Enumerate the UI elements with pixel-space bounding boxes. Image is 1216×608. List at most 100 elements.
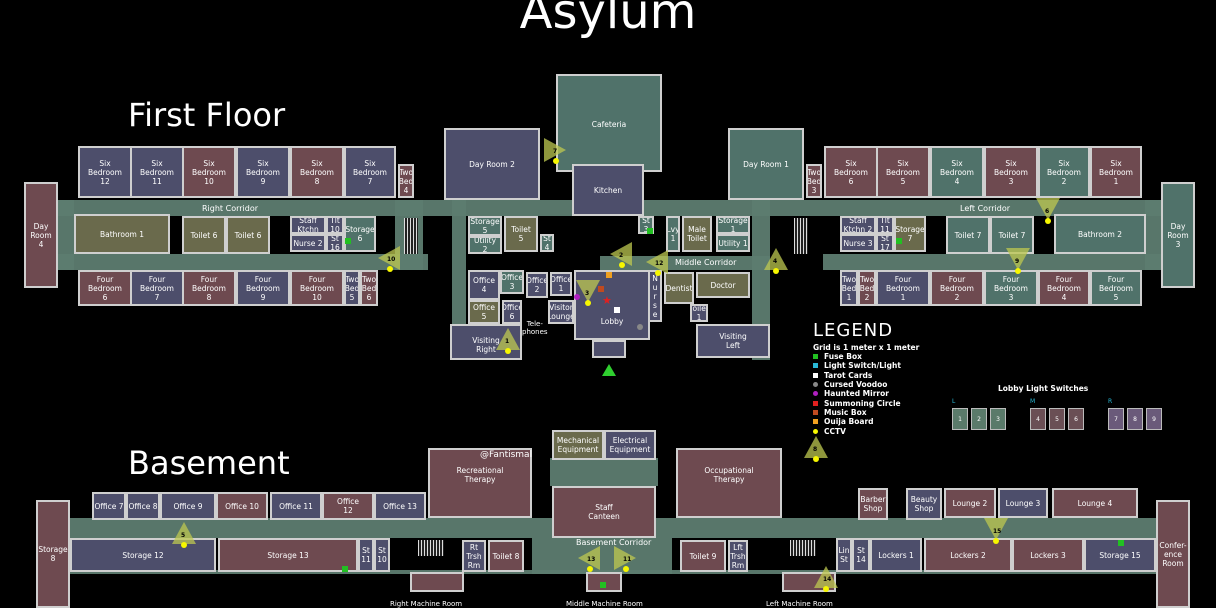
- room-office-9[interactable]: Office 9: [160, 492, 216, 520]
- room-lockers-3[interactable]: Lockers 3: [1012, 538, 1084, 572]
- room-two-bed-1[interactable]: Two Bed 1: [840, 270, 858, 306]
- light-switch[interactable]: 8: [1127, 408, 1143, 430]
- right-corridor[interactable]: [58, 200, 428, 216]
- cctv-camera-icon[interactable]: [623, 566, 629, 572]
- room-six-bedroom-2[interactable]: Six Bedroom 2: [1038, 146, 1090, 198]
- cctv-camera-icon[interactable]: [585, 300, 591, 306]
- cctv-camera-icon[interactable]: [813, 456, 819, 462]
- light-switch[interactable]: 9: [1146, 408, 1162, 430]
- cctv-camera-icon[interactable]: [773, 268, 779, 274]
- lobby-entrance[interactable]: [592, 340, 626, 358]
- room-lounge-2[interactable]: Lounge 2: [944, 488, 996, 518]
- room-day-room-3[interactable]: Day Room 3: [1161, 182, 1195, 288]
- room-toilet-8[interactable]: Toilet 8: [488, 540, 524, 572]
- light-switch[interactable]: 3: [990, 408, 1006, 430]
- room-six-bedroom-9[interactable]: Six Bedroom 9: [236, 146, 290, 198]
- room-six-bedroom-6[interactable]: Six Bedroom 6: [824, 146, 878, 198]
- ouija-board-icon[interactable]: [606, 272, 612, 278]
- room-st-17[interactable]: St 17: [876, 234, 894, 252]
- room-staff-canteen[interactable]: Staff Canteen: [552, 486, 656, 538]
- room-four-bedroom-7[interactable]: Four Bedroom 7: [130, 270, 184, 306]
- music-box-icon[interactable]: [598, 286, 604, 292]
- room-st-4[interactable]: St 4: [540, 234, 554, 252]
- room-lv-1[interactable]: Lvy 1: [666, 216, 680, 252]
- room-beauty-shop[interactable]: Beauty Shop: [906, 488, 942, 520]
- cctv-camera-icon[interactable]: [619, 262, 625, 268]
- room-visiting-left[interactable]: Visiting Left: [696, 324, 770, 358]
- room-storage-13[interactable]: Storage 13: [218, 538, 358, 572]
- room-four-bedroom-4[interactable]: Four Bedroom 4: [1038, 270, 1090, 306]
- right-corridor-end[interactable]: [58, 200, 74, 270]
- room-nurse-1[interactable]: N u r s e: [648, 270, 662, 322]
- room-six-bedroom-4[interactable]: Six Bedroom 4: [930, 146, 984, 198]
- room-lockers-1[interactable]: Lockers 1: [870, 538, 922, 572]
- room-four-bedroom-8[interactable]: Four Bedroom 8: [182, 270, 236, 306]
- room-st-11[interactable]: St 11: [358, 538, 374, 572]
- cctv-camera-icon[interactable]: [1045, 218, 1051, 224]
- room-staff-kitchen-left[interactable]: Staff Ktchn 2: [840, 216, 876, 234]
- room-lin-st[interactable]: Lin St: [836, 538, 852, 572]
- room-occupational-therapy[interactable]: Occupational Therapy: [676, 448, 782, 518]
- light-switch[interactable]: 5: [1049, 408, 1065, 430]
- light-switch[interactable]: 6: [1068, 408, 1084, 430]
- room-barber-shop[interactable]: Barber Shop: [858, 488, 888, 520]
- light-switch[interactable]: 1: [952, 408, 968, 430]
- room-dentist[interactable]: Dentist: [664, 272, 694, 304]
- room-four-bedroom-5[interactable]: Four Bedroom 5: [1090, 270, 1142, 306]
- room-toilet-5[interactable]: Toilet 5: [504, 216, 538, 252]
- room-six-bedroom-7[interactable]: Six Bedroom 7: [344, 146, 396, 198]
- room-kitchen[interactable]: Kitchen: [572, 164, 644, 216]
- room-toilet-1[interactable]: Toilet 1: [690, 304, 708, 322]
- room-office-13[interactable]: Office 13: [374, 492, 426, 520]
- room-lft-trash[interactable]: Lft Trsh Rm: [728, 540, 748, 572]
- cctv-camera-icon[interactable]: [823, 586, 829, 592]
- fuse-box-icon[interactable]: [342, 566, 348, 572]
- room-bathroom-1[interactable]: Bathroom 1: [74, 214, 170, 254]
- room-day-room-2[interactable]: Day Room 2: [444, 128, 540, 200]
- room-four-bedroom-3[interactable]: Four Bedroom 3: [984, 270, 1038, 306]
- room-four-bedroom-1[interactable]: Four Bedroom 1: [876, 270, 930, 306]
- room-storage-8[interactable]: Storage 8: [36, 500, 70, 608]
- room-six-bedroom-11[interactable]: Six Bedroom 11: [130, 146, 184, 198]
- room-office-6[interactable]: Office 6: [502, 300, 522, 324]
- cctv-camera-icon[interactable]: [387, 266, 393, 272]
- room-office-10[interactable]: Office 10: [216, 492, 268, 520]
- left-wing-hall[interactable]: [752, 200, 770, 360]
- room-st-14[interactable]: St 14: [852, 538, 870, 572]
- basement-corridor-center[interactable]: [532, 538, 672, 574]
- left-corridor-lower[interactable]: [823, 254, 1163, 270]
- room-conference-room[interactable]: Confer- ence Room: [1156, 500, 1190, 608]
- fuse-box-icon[interactable]: [345, 238, 351, 244]
- room-male-toilet[interactable]: Male Toilet: [682, 216, 712, 252]
- fuse-box-icon[interactable]: [896, 238, 902, 244]
- room-toilet-6b[interactable]: Toilet 6: [226, 216, 270, 254]
- summoning-circle-icon[interactable]: ★: [602, 294, 612, 307]
- room-office-7[interactable]: Office 7: [92, 492, 126, 520]
- room-two-bed-6[interactable]: Two Bed 6: [360, 270, 378, 306]
- room-st-16[interactable]: St 16: [326, 234, 344, 252]
- room-toilet-9[interactable]: Toilet 9: [680, 540, 726, 572]
- room-six-bedroom-8[interactable]: Six Bedroom 8: [290, 146, 344, 198]
- cctv-camera-icon[interactable]: [993, 538, 999, 544]
- light-switch[interactable]: 2: [971, 408, 987, 430]
- room-right-machine[interactable]: [410, 572, 464, 592]
- room-storage-15[interactable]: Storage 15: [1084, 538, 1156, 572]
- room-four-bedroom-2[interactable]: Four Bedroom 2: [930, 270, 984, 306]
- room-bathroom-2[interactable]: Bathroom 2: [1054, 214, 1146, 254]
- room-four-bedroom-9[interactable]: Four Bedroom 9: [236, 270, 290, 306]
- room-two-bed-4[interactable]: Two Bed 4: [398, 164, 414, 198]
- room-office-3[interactable]: Office 3: [500, 270, 524, 294]
- basement-stair-hall[interactable]: [550, 458, 658, 486]
- room-tlt-10[interactable]: Tlt 10: [326, 216, 344, 234]
- room-four-bedroom-10[interactable]: Four Bedroom 10: [290, 270, 344, 306]
- cctv-camera-icon[interactable]: [1015, 268, 1021, 274]
- room-office-12[interactable]: Office 12: [322, 492, 374, 520]
- room-storage-5[interactable]: Storage 5: [468, 216, 502, 236]
- room-six-bedroom-12[interactable]: Six Bedroom 12: [78, 146, 132, 198]
- room-lounge-3[interactable]: Lounge 3: [998, 488, 1048, 518]
- room-six-bedroom-5[interactable]: Six Bedroom 5: [876, 146, 930, 198]
- room-mechanical-equipment[interactable]: Mechanical Equipment: [552, 430, 604, 460]
- room-day-room-1[interactable]: Day Room 1: [728, 128, 804, 200]
- left-corridor-end[interactable]: [1145, 200, 1161, 270]
- room-toilet-7a[interactable]: Toilet 7: [946, 216, 990, 254]
